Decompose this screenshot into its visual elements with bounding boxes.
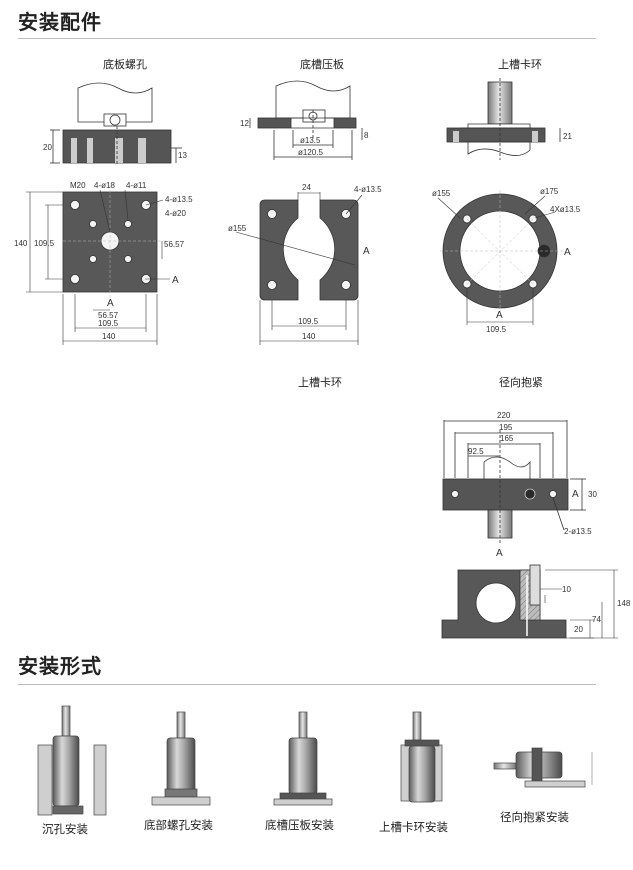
section-marker-a: A xyxy=(564,247,571,258)
dim-radial-165: 165 xyxy=(500,434,514,443)
install-caption-bottom-clamp: 底槽压板安装 xyxy=(265,818,334,832)
radial-clamp-section-view xyxy=(441,564,618,639)
dim-radial-74: 74 xyxy=(592,615,601,624)
dim-bottom-clamp-155: ø155 xyxy=(228,224,247,233)
dim-top-ring-hole: 4Xø13.5 xyxy=(550,205,581,214)
dim-bottom-screw-20-hole: 4-ø20 xyxy=(165,209,186,218)
dim-bottom-screw-109-v: 109.5 xyxy=(34,239,55,248)
bottom-clamp-side-view xyxy=(249,80,363,160)
top-ring-plan-view xyxy=(437,190,565,325)
dim-bottom-clamp-140: 140 xyxy=(302,332,316,341)
dim-top-ring-109: 109.5 xyxy=(486,325,507,334)
dim-bottom-screw-140-v: 140 xyxy=(14,239,28,248)
radial-clamp-front-view xyxy=(442,420,586,545)
section-divider xyxy=(18,684,596,685)
section-divider xyxy=(18,38,596,39)
install-caption-counterbore: 沉孔安装 xyxy=(42,822,88,836)
bottom-clamp-plan-view xyxy=(235,192,363,345)
install-caption-top-ring: 上槽卡环安装 xyxy=(379,820,448,834)
drawing-title-bottom-clamp: 底槽压板 xyxy=(300,58,344,71)
dim-top-ring-21: 21 xyxy=(563,132,572,141)
dim-bottom-screw-109-b: 109.5 xyxy=(98,319,119,328)
dim-radial-220: 220 xyxy=(497,411,511,420)
section-marker-a: A xyxy=(107,298,114,309)
dim-bottom-screw-56-b: 56.57 xyxy=(98,311,119,320)
install-caption-radial: 径向抱紧安装 xyxy=(500,810,569,824)
install-form-top-ring xyxy=(400,711,443,803)
section-marker-a: A xyxy=(172,275,179,286)
dim-bottom-clamp-24: 24 xyxy=(302,183,311,192)
dim-bottom-screw-20: 20 xyxy=(43,143,52,152)
install-form-counterbore xyxy=(37,705,107,816)
dim-bottom-clamp-13-5: ø13.5 xyxy=(300,136,321,145)
dim-bottom-screw-18: 4-ø18 xyxy=(94,181,115,190)
dim-radial-30: 30 xyxy=(588,490,597,499)
section-marker-a: A xyxy=(496,310,503,321)
dim-top-ring-175: ø175 xyxy=(540,187,559,196)
dim-bottom-clamp-12: 12 xyxy=(240,119,249,128)
dim-top-ring-155: ø155 xyxy=(432,189,451,198)
section-title-install-forms: 安装形式 xyxy=(18,654,102,678)
section-marker-a: A xyxy=(363,246,370,257)
dim-bottom-screw-13-5: 4-ø13.5 xyxy=(165,195,193,204)
dim-radial-hole: 2-ø13.5 xyxy=(564,527,592,536)
dim-radial-148: 148 xyxy=(617,599,631,608)
dim-bottom-clamp-120-5: ø120.5 xyxy=(298,148,323,157)
dim-bottom-screw-140-b: 140 xyxy=(102,332,116,341)
dim-radial-20: 20 xyxy=(574,625,583,634)
drawing-title-radial-clamp: 径向抱紧 xyxy=(499,376,543,389)
install-form-radial xyxy=(493,747,593,788)
dim-bottom-clamp-8: 8 xyxy=(364,131,369,140)
drawing-title-top-ring: 上槽卡环 xyxy=(498,58,542,71)
dim-bottom-screw-56-r: 56.57 xyxy=(164,240,185,249)
section-marker-a: A xyxy=(496,548,503,559)
dim-radial-195: 195 xyxy=(499,423,513,432)
dim-bottom-screw-11: 4-ø11 xyxy=(126,181,147,190)
dim-bottom-screw-13: 13 xyxy=(178,151,187,160)
bottom-screw-side-view xyxy=(50,82,182,165)
dim-bottom-clamp-109: 109.5 xyxy=(298,317,319,326)
top-ring-side-view xyxy=(446,78,561,160)
install-caption-bottom-screw: 底部螺孔安装 xyxy=(144,818,213,832)
install-form-bottom-clamp xyxy=(273,711,333,806)
dim-radial-92-5: 92.5 xyxy=(468,447,484,456)
dim-bottom-screw-m20: M20 xyxy=(70,181,86,190)
dim-bottom-clamp-hole: 4-ø13.5 xyxy=(354,185,382,194)
section-title-accessories: 安装配件 xyxy=(18,10,102,34)
dim-radial-10: 10 xyxy=(562,585,571,594)
drawing-title-top-ring-2: 上槽卡环 xyxy=(298,376,342,389)
install-form-bottom-screw xyxy=(151,711,211,806)
section-marker-a: A xyxy=(572,489,579,500)
bottom-screw-plan-view xyxy=(26,185,170,345)
drawing-title-bottom-screw: 底板螺孔 xyxy=(103,58,147,71)
